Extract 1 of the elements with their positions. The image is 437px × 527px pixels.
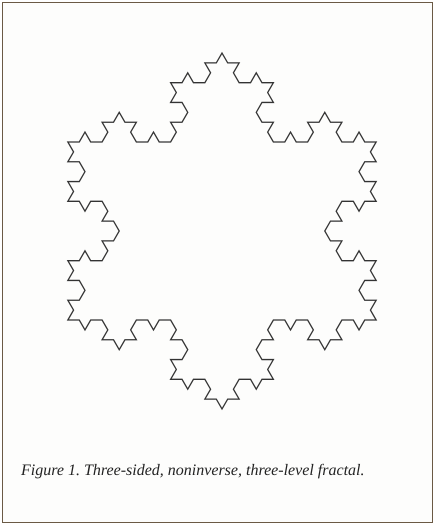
figure-caption: Figure 1. Three-sided, noninverse, three-level fractal. (21, 461, 366, 481)
